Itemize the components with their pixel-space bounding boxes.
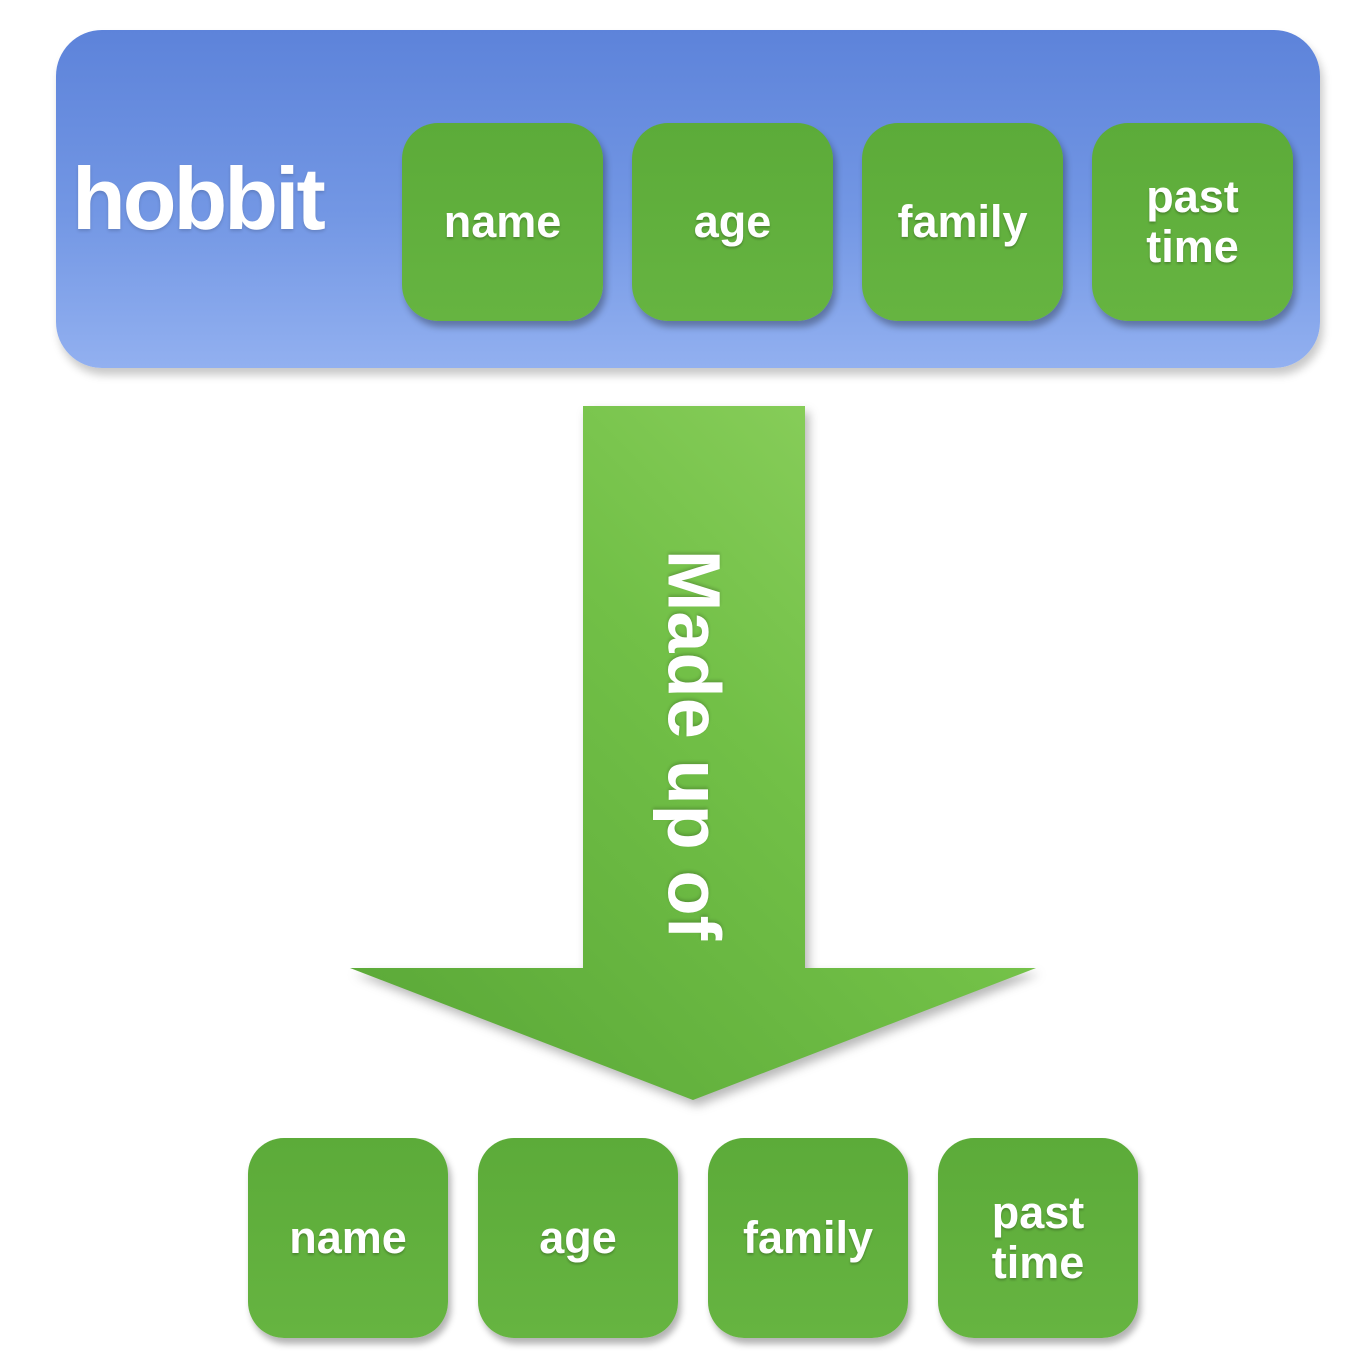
bottom-attribute-age: age bbox=[478, 1138, 678, 1338]
arrow-label: Made up of bbox=[652, 549, 736, 941]
top-attribute-family: family bbox=[862, 123, 1063, 321]
top-attribute-age: age bbox=[632, 123, 833, 321]
down-arrow bbox=[350, 406, 1036, 1100]
top-attribute-name: name bbox=[402, 123, 603, 321]
bottom-attribute-name: name bbox=[248, 1138, 448, 1338]
entity-title: hobbit bbox=[72, 149, 326, 248]
top-attribute-past-time: past time bbox=[1092, 123, 1293, 321]
down-arrow-shape bbox=[350, 406, 1036, 1100]
bottom-attribute-family: family bbox=[708, 1138, 908, 1338]
bottom-attribute-past-time: past time bbox=[938, 1138, 1138, 1338]
